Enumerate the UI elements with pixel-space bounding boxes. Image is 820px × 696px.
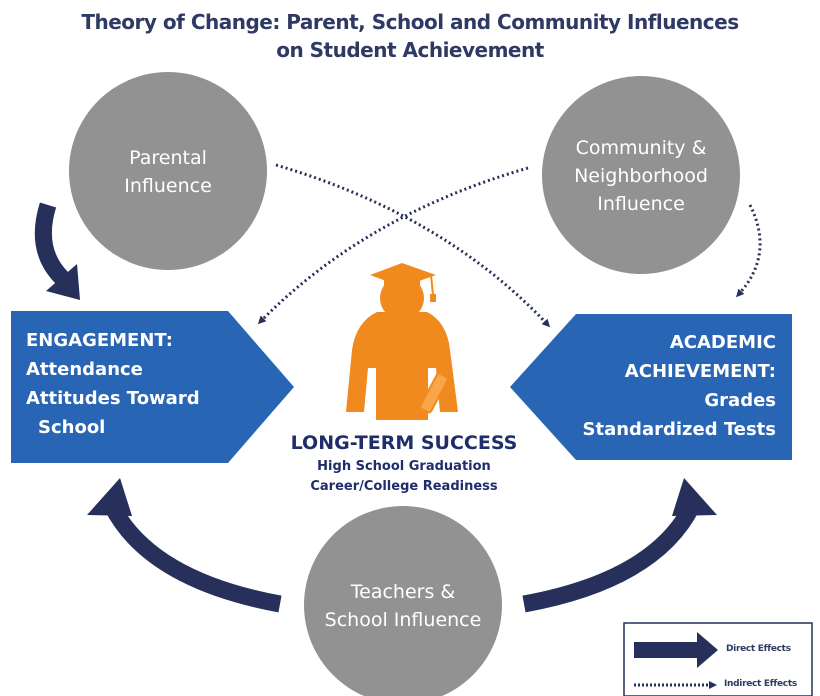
- engagement-text: ENGAGEMENT: Attendance Attitudes Toward …: [26, 326, 226, 442]
- teachers-influence-label: Teachers & School Influence: [303, 578, 503, 634]
- community-label-line3: Influence: [597, 193, 685, 215]
- legend-indirect-label: Indirect Effects: [724, 679, 797, 689]
- engagement-line-school: School: [38, 417, 106, 438]
- community-label-line1: Community &: [575, 137, 707, 159]
- legend-direct-label: Direct Effects: [726, 644, 791, 654]
- achievement-heading-line1: ACADEMIC: [669, 332, 776, 353]
- teachers-label-line2: School Influence: [324, 609, 482, 631]
- engagement-box: [11, 311, 294, 463]
- long-term-success-line1: High School Graduation: [317, 459, 491, 474]
- long-term-success-line2: Career/College Readiness: [310, 479, 498, 494]
- long-term-success-heading: LONG-TERM SUCCESS: [290, 432, 518, 454]
- community-influence-label: Community & Neighborhood Influence: [551, 134, 731, 218]
- parental-label-line1: Parental: [129, 147, 207, 169]
- indirect-arrow-parental-to-achievement: [275, 163, 551, 328]
- diagram-title-line1: Theory of Change: Parent, School and Com…: [81, 10, 739, 34]
- legend: [623, 622, 813, 696]
- indirect-arrow-community-to-achievement: [735, 204, 762, 298]
- parental-label-line2: Influence: [124, 175, 212, 197]
- direct-arrow-parental-to-engagement: [34, 202, 80, 300]
- direct-arrow-teachers-to-achievement: [522, 478, 717, 613]
- achievement-line-tests: Standardized Tests: [582, 419, 776, 440]
- engagement-line-attitudes: Attitudes Toward: [26, 388, 200, 409]
- community-label-line2: Neighborhood: [574, 165, 708, 187]
- direct-arrow-teachers-to-engagement: [87, 478, 282, 613]
- academic-achievement-box: [510, 314, 792, 460]
- achievement-line-grades: Grades: [704, 390, 776, 411]
- indirect-arrow-community-to-engagement: [257, 166, 529, 325]
- achievement-text: ACADEMIC ACHIEVEMENT: Grades Standardize…: [568, 328, 776, 444]
- parental-influence-label: Parental Influence: [88, 144, 248, 200]
- achievement-heading-line2: ACHIEVEMENT:: [624, 361, 776, 382]
- diagram-title-line2: on Student Achievement: [276, 38, 544, 62]
- teachers-label-line1: Teachers &: [350, 581, 456, 603]
- community-influence-circle: [542, 76, 740, 274]
- parental-influence-circle: [69, 72, 267, 270]
- graduate-icon: [346, 263, 458, 420]
- engagement-line-attendance: Attendance: [26, 359, 143, 380]
- legend-direct-arrow: [634, 632, 718, 668]
- teachers-influence-circle: [304, 506, 502, 696]
- engagement-heading: ENGAGEMENT:: [26, 330, 173, 351]
- legend-indirect-arrow: [634, 681, 717, 689]
